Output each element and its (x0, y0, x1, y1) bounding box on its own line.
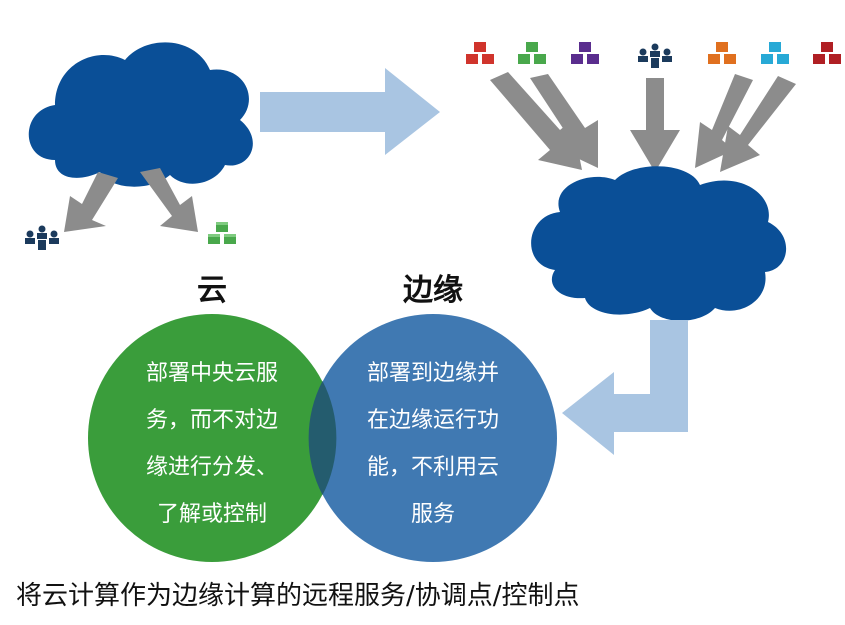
edge-circle (309, 314, 557, 562)
cloud-circle (88, 314, 336, 562)
arrow-from-green (530, 74, 598, 168)
cube-stack-icon-darkred (813, 42, 841, 64)
arrow-down-left (64, 172, 118, 232)
arrow-from-red (490, 72, 582, 170)
arrow-down-right (140, 168, 198, 232)
top-icon-row (466, 42, 841, 68)
edge-circle-line: 能，不利用云 (367, 455, 499, 480)
cloud-circle-line: 缘进行分发、 (146, 455, 278, 480)
right-cloud (531, 166, 787, 321)
cube-stack-icon-red (466, 42, 494, 64)
return-arrow (562, 320, 688, 455)
edge-label: 边缘 (403, 273, 463, 308)
edge-circle-line: 部署到边缘并 (367, 361, 499, 386)
cloud-circle-line: 部署中央云服 (146, 361, 278, 386)
cloud-label: 云 (197, 273, 227, 308)
edge-circle-text: 部署到边缘并 在边缘运行功 能，不利用云 服务 (367, 361, 499, 527)
cube-stack-icon-cyan (761, 42, 789, 64)
left-cloud-down-arrows (64, 168, 198, 232)
arrow-from-cyan (720, 76, 796, 172)
right-arrow (260, 68, 440, 155)
incoming-arrows (490, 72, 796, 172)
cube-stack-icon (208, 222, 236, 244)
diagram-caption: 将云计算作为边缘计算的远程服务/协调点/控制点 (16, 581, 580, 611)
people-group-icon-top (638, 43, 672, 68)
cloud-circle-line: 务，而不对边 (146, 408, 278, 433)
venn-diagram (88, 314, 557, 562)
arrow-from-orange (695, 74, 753, 168)
left-cloud (28, 42, 253, 187)
cloud-circle-text: 部署中央云服 务，而不对边 缘进行分发、 了解或控制 (146, 361, 278, 527)
overlap-region (308, 381, 337, 495)
cube-stack-icon-green (518, 42, 546, 64)
arrow-from-people (630, 78, 680, 172)
cube-stack-icon-orange (708, 42, 736, 64)
edge-circle-line: 在边缘运行功 (367, 408, 499, 433)
edge-circle-line: 服务 (411, 502, 455, 527)
cloud-circle-line: 了解或控制 (157, 502, 267, 527)
people-group-icon (25, 225, 59, 250)
cube-stack-icon-purple (571, 42, 599, 64)
